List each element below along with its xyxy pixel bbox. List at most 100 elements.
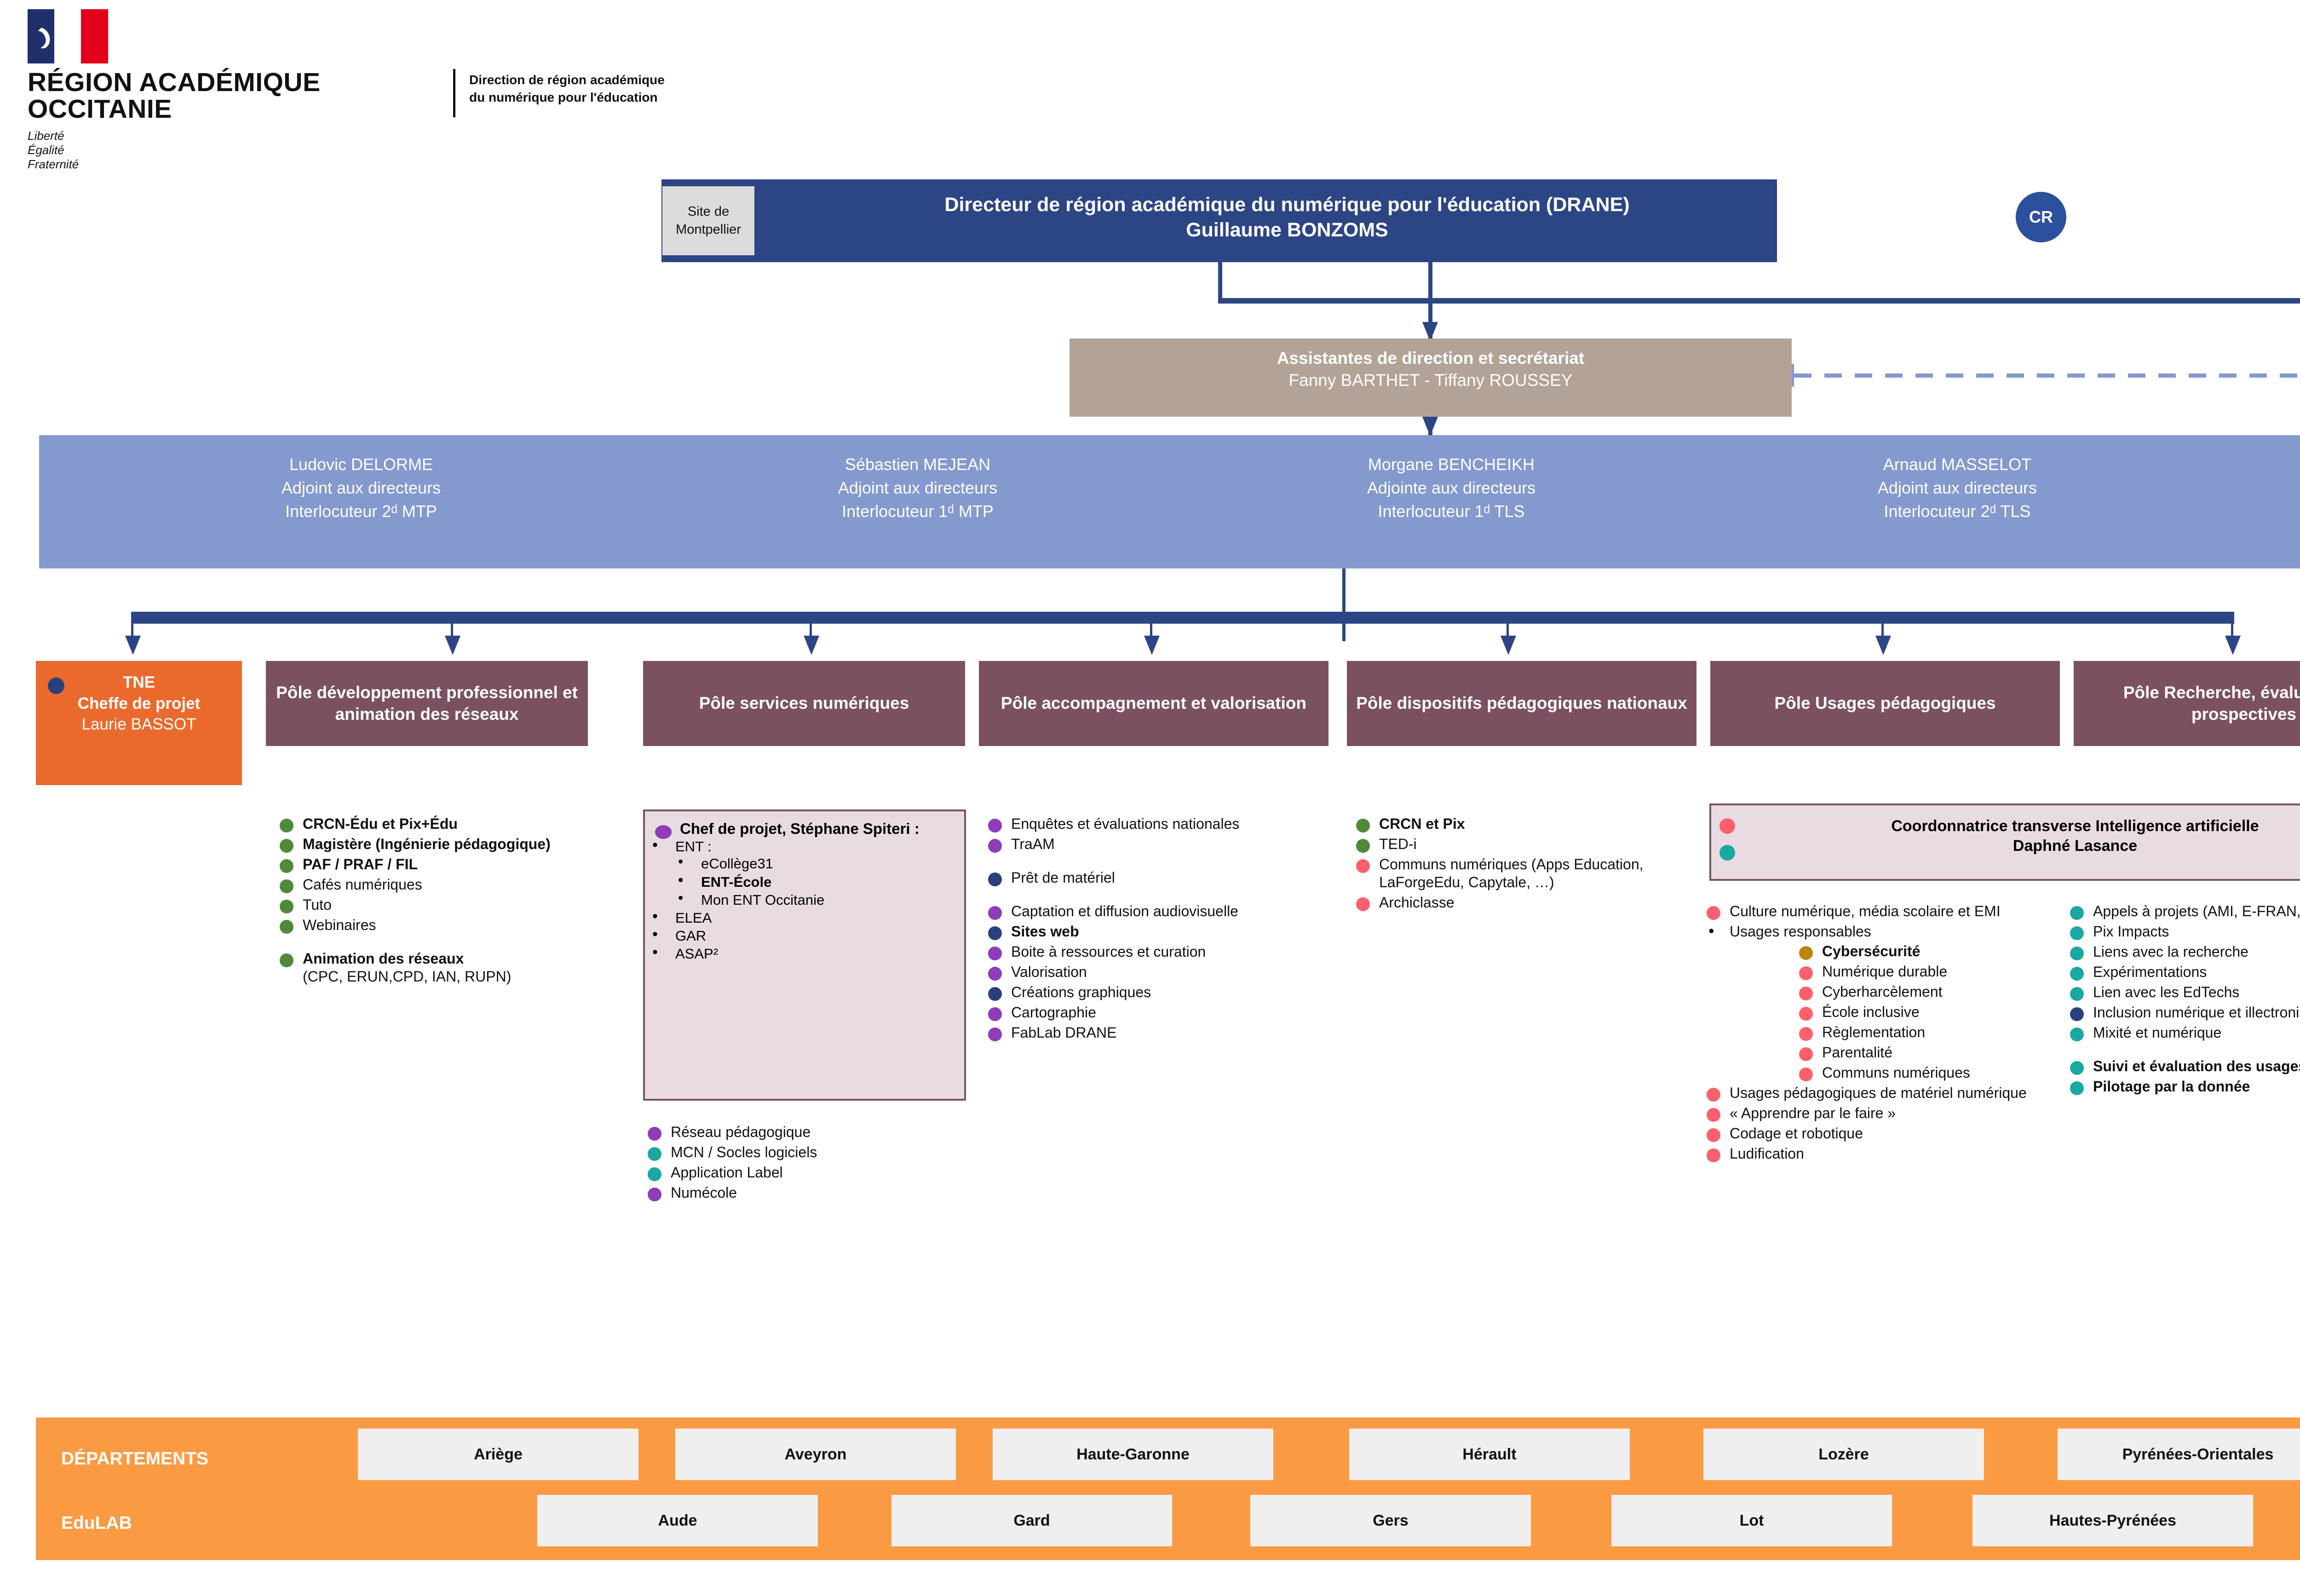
pole-header-5: Pôle Recherche, évaluation et prospectiv… — [2074, 661, 2300, 746]
chef-sub-item: GAR — [649, 925, 959, 944]
pole-item: CRCN et Pix — [1351, 815, 1692, 833]
arrow-to-band-icon — [1422, 417, 1438, 436]
departement-chip[interactable]: Haute-Garonne — [993, 1429, 1273, 1480]
pole-header-4: Pôle Usages pédagogiques — [1710, 661, 2060, 746]
bullet-dot-icon — [988, 987, 1002, 1001]
adjoint-0-interloc: Interlocuteur 2ᵈ MTP — [285, 502, 437, 521]
tne-box: TNE Cheffe de projet Laurie BASSOT — [36, 661, 242, 785]
header-subtitle: Direction de région académique du numéri… — [469, 71, 665, 106]
bullet-dot-icon — [1707, 1128, 1720, 1142]
tne-name: Laurie BASSOT — [81, 715, 196, 733]
pole-0-list: CRCN-Édu et Pix+Édu Magistère (Ingénieri… — [275, 815, 602, 988]
pole-item: MCN / Socles logiciels — [643, 1143, 965, 1161]
director-name: Guillaume BONZOMS — [1186, 219, 1388, 241]
bullet-dot-icon — [988, 873, 1002, 887]
bullet-dot-icon — [280, 953, 293, 968]
arrow-pole-1-icon — [445, 636, 460, 655]
site-chip-montpellier: Site de Montpellier — [662, 186, 754, 255]
pole-item: Suivi et évaluation des usages du numéri… — [2065, 1057, 2300, 1075]
connector-director-vertical — [1218, 261, 1222, 302]
bullet-dot-icon — [1707, 1088, 1720, 1102]
header-subtitle-line1: Direction de région académique — [469, 73, 665, 87]
departement-chip[interactable]: Hérault — [1349, 1429, 1630, 1480]
chef-projet-box: Chef de projet, Stéphane Spiteri : ENT :… — [643, 809, 966, 1101]
departements-band: DÉPARTEMENTS EduLAB Ariège Aveyron Haute… — [36, 1418, 2300, 1560]
bullet-dot-icon — [988, 1028, 1002, 1042]
bullet-dot-icon — [1799, 1007, 1813, 1021]
pole-header-2: Pôle accompagnement et valorisation — [979, 661, 1328, 746]
sub-item: Parentalité — [1796, 1044, 2052, 1062]
tne-role: Cheffe de projet — [77, 694, 201, 712]
assistants-names: Fanny BARTHET - Tiffany ROUSSEY — [1288, 371, 1573, 390]
tne-supervisor-dot-icon — [48, 677, 64, 694]
pole-item: Créations graphiques — [983, 983, 1324, 1001]
bullet-dot-icon — [280, 839, 293, 853]
bullet-dot-icon — [2070, 1061, 2084, 1075]
departement-chip[interactable]: Pyrénées-Orientales — [2058, 1429, 2300, 1480]
bullet-dot-icon — [1799, 987, 1813, 1001]
region-title: RÉGION ACADÉMIQUE OCCITANIE — [28, 69, 442, 122]
bullet-dot-icon — [1707, 1148, 1720, 1163]
bullet-dot-icon — [988, 839, 1002, 853]
pole-item: Animation des réseaux(CPC, ERUN,CPD, IAN… — [275, 950, 602, 986]
pole-item: Inclusion numérique et illectronisme — [2065, 1004, 2300, 1022]
adjoint-2-interloc: Interlocuteur 1ᵈ TLS — [1378, 502, 1525, 521]
pole-item: Valorisation — [983, 963, 1324, 981]
region-logo-block: RÉGION ACADÉMIQUE OCCITANIE Liberté Égal… — [28, 9, 442, 171]
departement-chip[interactable]: Lozère — [1703, 1429, 1984, 1480]
adjoint-1-name: Sébastien MEJEAN — [845, 455, 991, 474]
ia-coordinator-box: Coordonnatrice transverse Intelligence a… — [1709, 804, 2300, 881]
pole-item: Codage et robotique — [1702, 1125, 2052, 1142]
departement-chip[interactable]: Ariège — [358, 1429, 638, 1480]
pole-item: Enquêtes et évaluations nationales — [983, 815, 1324, 833]
bullet-dot-icon — [2070, 926, 2084, 941]
pole-header-1: Pôle services numériques — [643, 661, 965, 746]
edulab-chip[interactable]: Gard — [891, 1495, 1172, 1546]
site-chip-montpellier-line2: Montpellier — [676, 222, 741, 237]
bullet-dot-icon — [988, 926, 1002, 941]
pole-item: TED-i — [1351, 835, 1692, 853]
bullet-dot-icon — [280, 900, 293, 914]
adjoint-1-interloc: Interlocuteur 1ᵈ MTP — [842, 502, 994, 521]
edulab-chip[interactable]: Hautes-Pyrénées — [1972, 1495, 2253, 1546]
bullet-dot-icon — [648, 1147, 661, 1161]
pole-item: Pix Impacts — [2065, 923, 2300, 941]
pole-item: Expérimentations — [2065, 963, 2300, 981]
pole-item: « Apprendre par le faire » — [1702, 1104, 2052, 1122]
motto-egalite: Égalité — [28, 143, 64, 157]
chef-projet-sublist: ENT : eCollège31 ENT-École Mon ENT Occit… — [649, 836, 959, 962]
edulab-chip[interactable]: Lot — [1611, 1495, 1892, 1546]
bullet-dot-icon — [2070, 987, 2084, 1001]
bullet-dot-icon — [988, 947, 1002, 961]
pole-item: Lien avec les EdTechs — [2065, 983, 2300, 1001]
bullet-dot-icon — [648, 1127, 661, 1141]
arrow-pole-0-icon — [125, 636, 141, 655]
pole-item: Boite à ressources et curation — [983, 943, 1324, 961]
connector-director-to-deputy — [1218, 298, 2300, 304]
adjoint-col-0: Ludovic DELORME Adjoint aux directeurs I… — [218, 453, 504, 523]
edulab-chip[interactable]: Aude — [537, 1495, 818, 1546]
pole-item: Culture numérique, média scolaire et EMI — [1702, 902, 2052, 920]
pole-header-3: Pôle dispositifs pédagogiques nationaux — [1347, 661, 1696, 746]
departement-chip[interactable]: Aveyron — [675, 1429, 956, 1480]
ia-dot-red-icon — [1719, 818, 1735, 834]
region-title-line2: OCCITANIE — [28, 94, 172, 124]
bullet-dot-icon — [2070, 947, 2084, 961]
pole-item: Cartographie — [983, 1004, 1324, 1022]
edulab-chip[interactable]: Gers — [1250, 1495, 1531, 1546]
bullet-dot-icon — [2070, 1028, 2084, 1042]
usages-responsables-sublist: Cybersécurité Numérique durable Cyberhar… — [1730, 942, 2052, 1082]
site-chip-montpellier-line1: Site de — [687, 204, 730, 219]
pole-item: Appels à projets (AMI, E-FRAN, GT NUM) — [2065, 902, 2300, 920]
pole-item: Magistère (Ingénierie pédagogique) — [275, 835, 602, 853]
connector-director-to-assistants — [1428, 262, 1432, 339]
pole-item: Archiclasse — [1351, 894, 1692, 912]
motto-liberte: Liberté — [28, 129, 64, 143]
adjoint-3-interloc: Interlocuteur 2ᵈ TLS — [1884, 502, 2031, 521]
french-flag-icon — [28, 9, 108, 63]
tne-label: TNE — [123, 673, 155, 691]
pole-item: Ludification — [1702, 1145, 2052, 1163]
pole-item: FabLab DRANE — [983, 1024, 1324, 1042]
bullet-dot-icon — [2070, 1007, 2084, 1022]
